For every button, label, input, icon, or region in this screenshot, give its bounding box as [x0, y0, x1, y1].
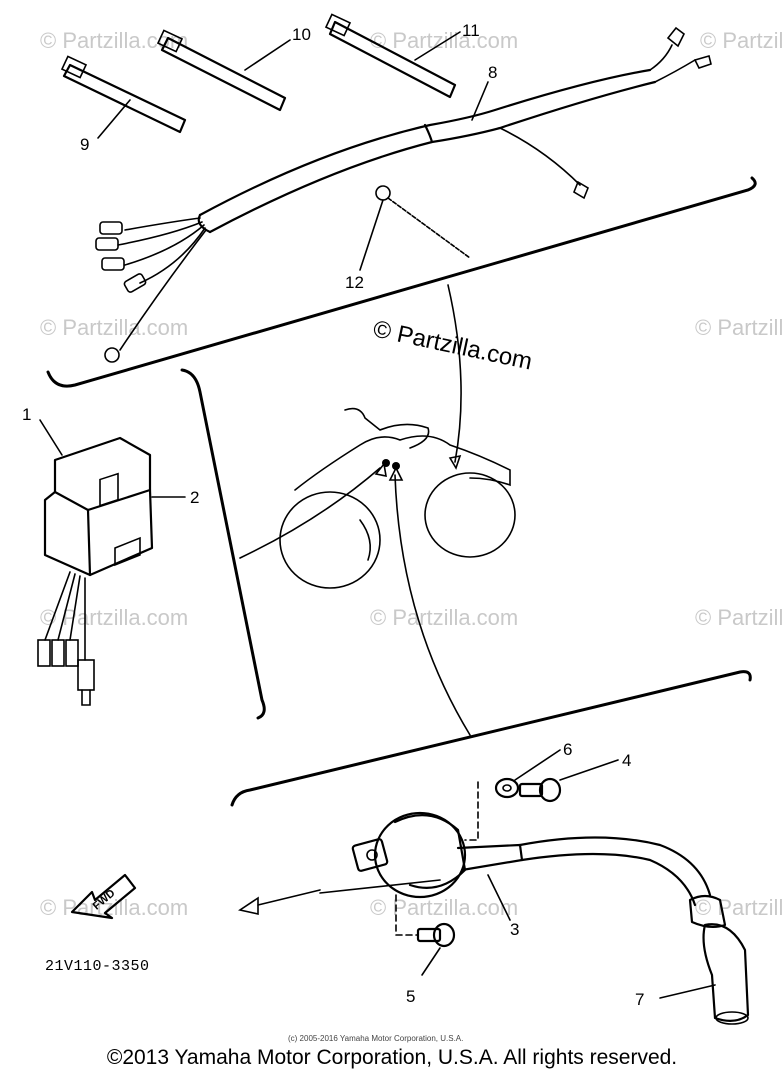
callout-3: 3 — [510, 920, 519, 939]
watermark: © Partzilla.com — [695, 605, 784, 630]
callout-12: 12 — [345, 273, 364, 292]
section-divider-bottom — [230, 670, 752, 807]
watermark: © Partzilla.com — [370, 28, 518, 53]
callout-7: 7 — [635, 990, 644, 1009]
footer-copyright: ©2013 Yamaha Motor Corporation, U.S.A. A… — [106, 1046, 678, 1069]
section-divider-left — [180, 368, 266, 720]
motorcycle-outline — [279, 407, 516, 589]
cable-tie-10 — [156, 29, 287, 112]
wire-harness — [95, 26, 712, 363]
leader-lines — [239, 284, 471, 736]
spark-plug-cap — [688, 894, 750, 1025]
watermark: © Partzilla.com — [370, 895, 518, 920]
section-divider-top — [46, 176, 757, 388]
cable-tie-9 — [60, 55, 187, 134]
callout-4: 4 — [622, 751, 631, 770]
callout-9: 9 — [80, 135, 89, 154]
callout-1: 1 — [22, 405, 31, 424]
dashed-guide — [464, 781, 479, 841]
part-code: 21V110-3350 — [45, 958, 150, 975]
main-switch — [237, 811, 712, 915]
watermarks: © Partzilla.com © Partzilla.com © Partzi… — [40, 28, 784, 920]
callout-6: 6 — [563, 740, 572, 759]
watermark: © Partzilla.com — [695, 895, 784, 920]
cable-tie-11 — [324, 13, 457, 99]
callout-leaders — [39, 31, 716, 999]
screw-4 — [518, 777, 562, 803]
callout-10: 10 — [292, 25, 311, 44]
dashed-guide — [395, 894, 419, 936]
screw-5 — [416, 922, 456, 948]
watermark: © Partzilla.com — [695, 315, 784, 340]
small-copyright: (c) 2005-2016 Yamaha Motor Corporation, … — [288, 1034, 463, 1043]
lead-wire-12 — [375, 185, 471, 259]
washer-6 — [494, 777, 520, 799]
callout-8: 8 — [488, 63, 497, 82]
watermark: © Partzilla.com — [40, 605, 188, 630]
callout-11: 11 — [462, 21, 480, 40]
callout-labels: 1 2 3 4 5 6 7 8 9 10 11 12 — [22, 21, 644, 1009]
watermark: © Partzilla.com — [370, 605, 518, 630]
callout-5: 5 — [406, 987, 415, 1006]
callout-2: 2 — [190, 488, 199, 507]
watermark: © Partzilla.com — [40, 895, 188, 920]
watermark: © Partzilla.com — [40, 315, 188, 340]
cdi-unit — [37, 436, 154, 706]
watermark: © Partzilla.com — [700, 28, 784, 53]
center-watermark: © Partzilla.com — [371, 315, 535, 375]
